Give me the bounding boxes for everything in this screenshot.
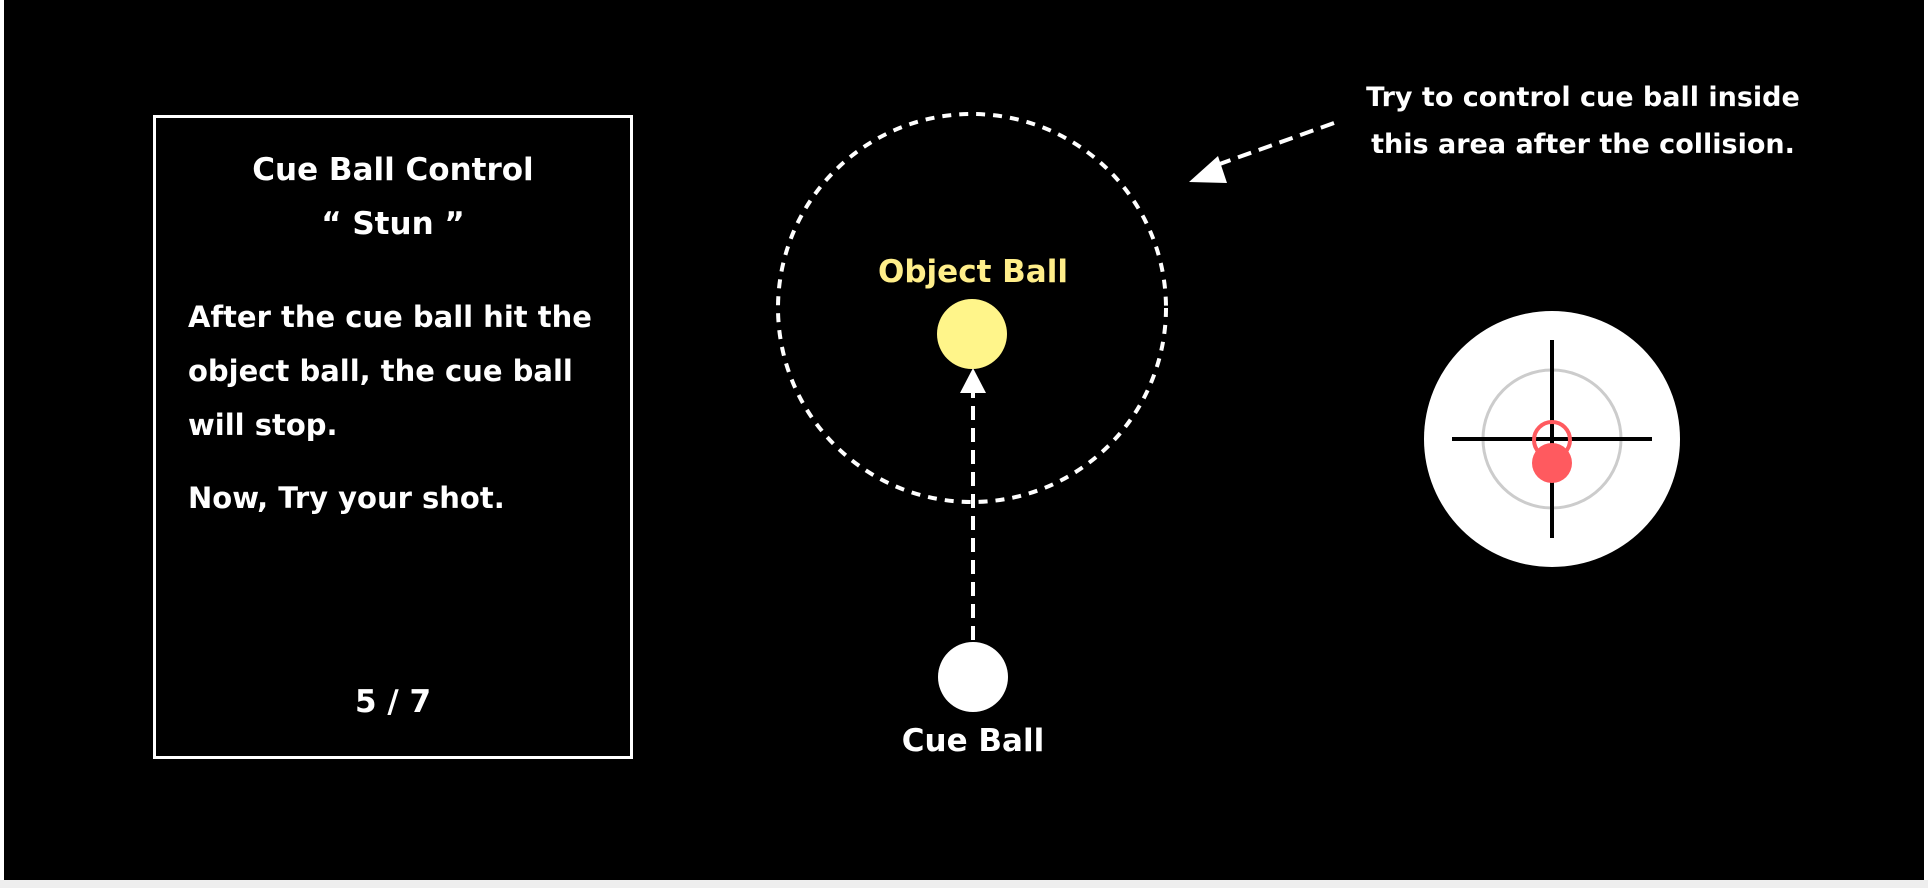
cue-tip-position-marker[interactable]	[1532, 443, 1572, 483]
hint-arrow-line	[1213, 121, 1335, 168]
card-title: Cue Ball Control	[252, 152, 534, 188]
hint-text-line2: this area after the collision.	[1371, 129, 1795, 160]
card-subtitle: “ Stun ”	[321, 206, 465, 242]
object-ball[interactable]	[937, 299, 1007, 369]
object-ball-label: Object Ball	[878, 254, 1068, 290]
cue-ball-label: Cue Ball	[902, 723, 1044, 759]
hint-arrowhead	[1189, 156, 1227, 183]
hint-text-line1: Try to control cue ball inside	[1366, 82, 1800, 113]
game-stage: Cue Ball Control “ Stun ” After the cue …	[4, 0, 1924, 880]
shot-diagram: Object Ball Cue Ball Try to control cue …	[776, 82, 1800, 759]
target-area-circle	[776, 112, 1168, 504]
page-indicator: 5 / 7	[354, 684, 432, 720]
shot-path-arrowhead	[960, 368, 986, 393]
bottom-divider	[0, 880, 1928, 888]
cue-ball[interactable]	[938, 642, 1008, 712]
info-card: Cue Ball Control “ Stun ” After the cue …	[153, 115, 633, 759]
card-description: After the cue ball hit the object ball, …	[188, 300, 592, 442]
cue-tip-aim-widget[interactable]	[1424, 311, 1680, 567]
card-prompt: Now, Try your shot.	[188, 481, 505, 515]
